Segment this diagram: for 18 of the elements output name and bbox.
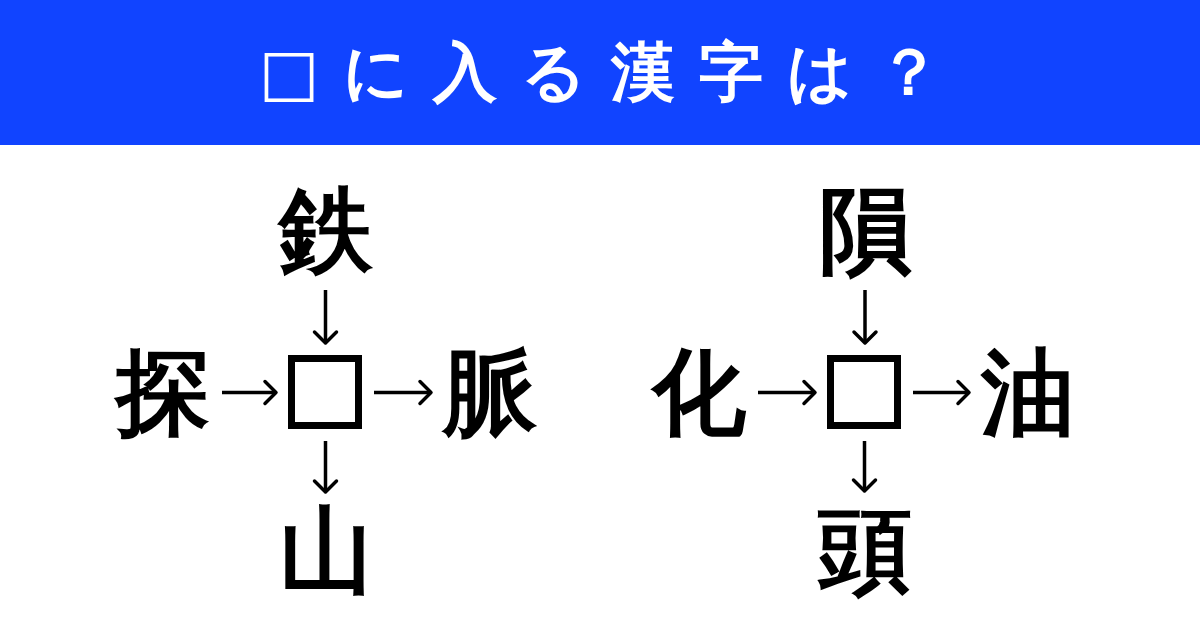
kanji-label: 油 (981, 346, 1075, 440)
kanji-label: 化 (652, 346, 746, 440)
arrow (913, 379, 971, 406)
answer-box (827, 355, 901, 429)
arrow (758, 379, 817, 406)
kanji-label: 鉄 (279, 184, 373, 278)
arrow (374, 379, 433, 406)
arrow (312, 290, 339, 345)
kanji-label: 隕 (819, 184, 913, 278)
kanji-label: 山 (279, 504, 373, 598)
kanji-label: 探 (116, 346, 210, 440)
arrow (222, 379, 278, 406)
kanji-label: 脈 (443, 346, 537, 440)
answer-box (288, 355, 362, 429)
title: □に入る漢字は？ (258, 36, 966, 108)
arrow (851, 441, 878, 493)
arrow (852, 290, 878, 345)
arrow (312, 441, 339, 494)
